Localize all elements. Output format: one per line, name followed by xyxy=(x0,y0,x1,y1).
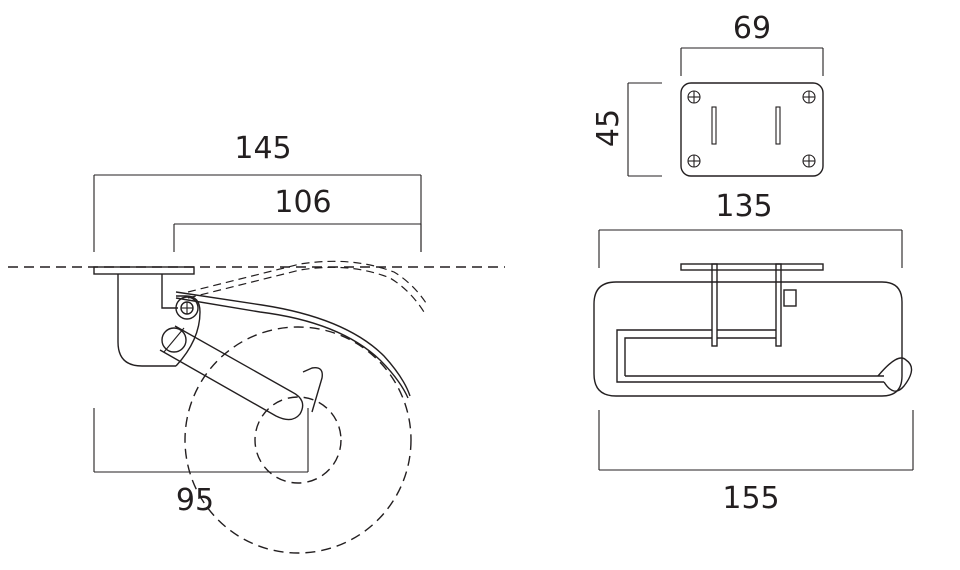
mounting-slot xyxy=(711,106,717,145)
dimension-label-155: 155 xyxy=(722,481,779,516)
holder-tip xyxy=(877,357,913,392)
pivot-roller xyxy=(175,296,199,320)
plate-view: 69 45 xyxy=(591,11,824,177)
dimension-106: 106 xyxy=(173,185,422,252)
mounting-plate-front xyxy=(680,263,824,271)
support-post xyxy=(711,263,718,347)
dimension-label-145: 145 xyxy=(234,131,291,166)
holder-bar-left-inner xyxy=(624,337,712,376)
dimension-label-69: 69 xyxy=(733,11,771,46)
paper-roll-core xyxy=(254,396,342,484)
dimension-label-95: 95 xyxy=(176,483,214,518)
bracket-outer xyxy=(117,274,176,367)
dimension-155: 155 xyxy=(598,410,914,516)
bracket-inner xyxy=(161,274,178,309)
holder-bar-left xyxy=(616,329,712,376)
side-view: 145 106 95 xyxy=(8,131,505,554)
cover-flap-upper xyxy=(175,291,411,397)
mounting-plate-side xyxy=(93,266,195,275)
cover-body xyxy=(593,281,903,397)
holder-bar-bottom-outer xyxy=(616,376,884,383)
support-post xyxy=(775,263,782,347)
cover-flap-lower xyxy=(175,297,409,399)
dimension-label-106: 106 xyxy=(274,185,331,220)
dimension-145: 145 xyxy=(93,131,422,252)
mounting-plate xyxy=(680,82,824,177)
holder-arm xyxy=(159,325,304,421)
screw-icon xyxy=(802,90,816,104)
mounting-slot xyxy=(775,106,781,145)
paper-roll-outer xyxy=(184,326,412,554)
dimension-label-135: 135 xyxy=(715,189,772,224)
dimension-135: 135 xyxy=(598,189,903,268)
front-view: 135 155 xyxy=(593,189,914,516)
dimension-label-45: 45 xyxy=(591,109,626,147)
screw-icon xyxy=(687,90,701,104)
cover-flap-open-1 xyxy=(187,266,425,313)
dimension-95: 95 xyxy=(93,408,309,518)
screw-icon xyxy=(802,154,816,168)
cover-flap-open-2 xyxy=(187,260,429,307)
dimension-69: 69 xyxy=(680,11,824,76)
arm-pivot xyxy=(161,327,187,353)
bracket-curve xyxy=(175,295,201,367)
spindle-end xyxy=(302,367,323,413)
dimension-45: 45 xyxy=(591,82,662,177)
screw-icon xyxy=(687,154,701,168)
holder-bar-mid xyxy=(717,329,776,339)
hinge-block xyxy=(783,289,797,307)
